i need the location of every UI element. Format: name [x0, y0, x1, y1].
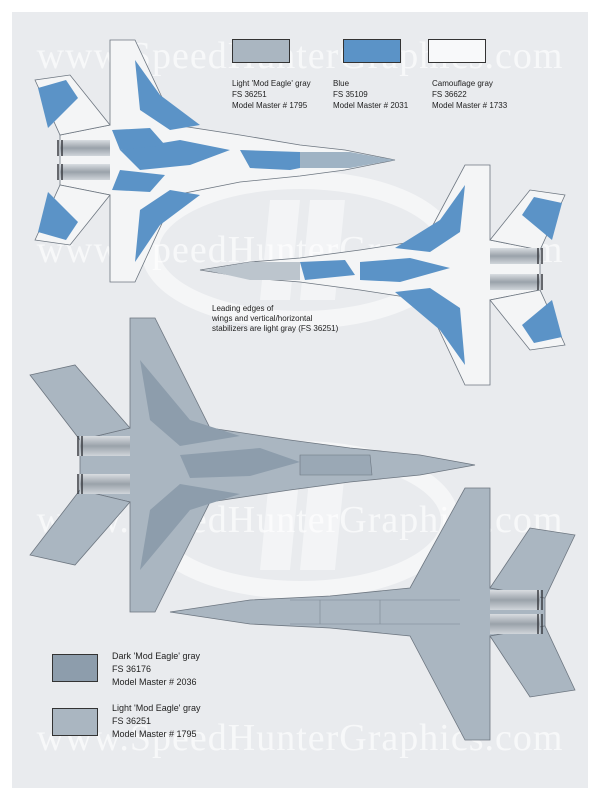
swatch-fs-code: FS 36251 — [112, 716, 152, 726]
f15-top-view-gray-icon — [29, 317, 476, 613]
swatch-name: Light 'Mod Eagle' gray — [232, 79, 311, 88]
swatch-model-master: Model Master # 2031 — [333, 101, 409, 110]
leading-edges-note: Leading edges of wings and vertical/hori… — [212, 304, 339, 333]
swatch-label-light-mod-eagle-gray: Light 'Mod Eagle' gray FS 36251 Model Ma… — [232, 78, 311, 111]
swatch-model-master: Model Master # 1795 — [112, 729, 197, 739]
f15-bottom-view-gray-icon — [169, 487, 576, 741]
swatch-label-blue: Blue FS 35109 Model Master # 2031 — [333, 78, 408, 111]
swatch-model-master: Model Master # 2036 — [112, 677, 197, 687]
swatch-name: Dark 'Mod Eagle' gray — [112, 651, 200, 661]
swatch-camouflage-gray — [428, 39, 486, 63]
swatch-name: Blue — [333, 79, 350, 88]
swatch-blue — [343, 39, 401, 63]
swatch-light-mod-eagle-gray-bottom — [52, 708, 98, 736]
f15-bottom-view-icon — [199, 164, 566, 386]
swatch-label-light-mod-eagle-gray-bottom: Light 'Mod Eagle' gray FS 36251 Model Ma… — [112, 702, 201, 741]
swatch-label-dark-mod-eagle-gray: Dark 'Mod Eagle' gray FS 36176 Model Mas… — [112, 650, 200, 689]
swatch-fs-code: FS 36251 — [232, 90, 267, 99]
swatch-name: Camouflage gray — [432, 79, 493, 88]
f15-top-view-icon — [34, 39, 396, 283]
swatch-fs-code: FS 36622 — [432, 90, 467, 99]
swatch-dark-mod-eagle-gray — [52, 654, 98, 682]
swatch-light-mod-eagle-gray — [232, 39, 290, 63]
swatch-label-camouflage-gray: Camouflage gray FS 36622 Model Master # … — [432, 78, 507, 111]
swatch-model-master: Model Master # 1733 — [432, 101, 508, 110]
swatch-fs-code: FS 36176 — [112, 664, 152, 674]
swatch-model-master: Model Master # 1795 — [232, 101, 308, 110]
swatch-name: Light 'Mod Eagle' gray — [112, 703, 201, 713]
swatch-fs-code: FS 35109 — [333, 90, 368, 99]
